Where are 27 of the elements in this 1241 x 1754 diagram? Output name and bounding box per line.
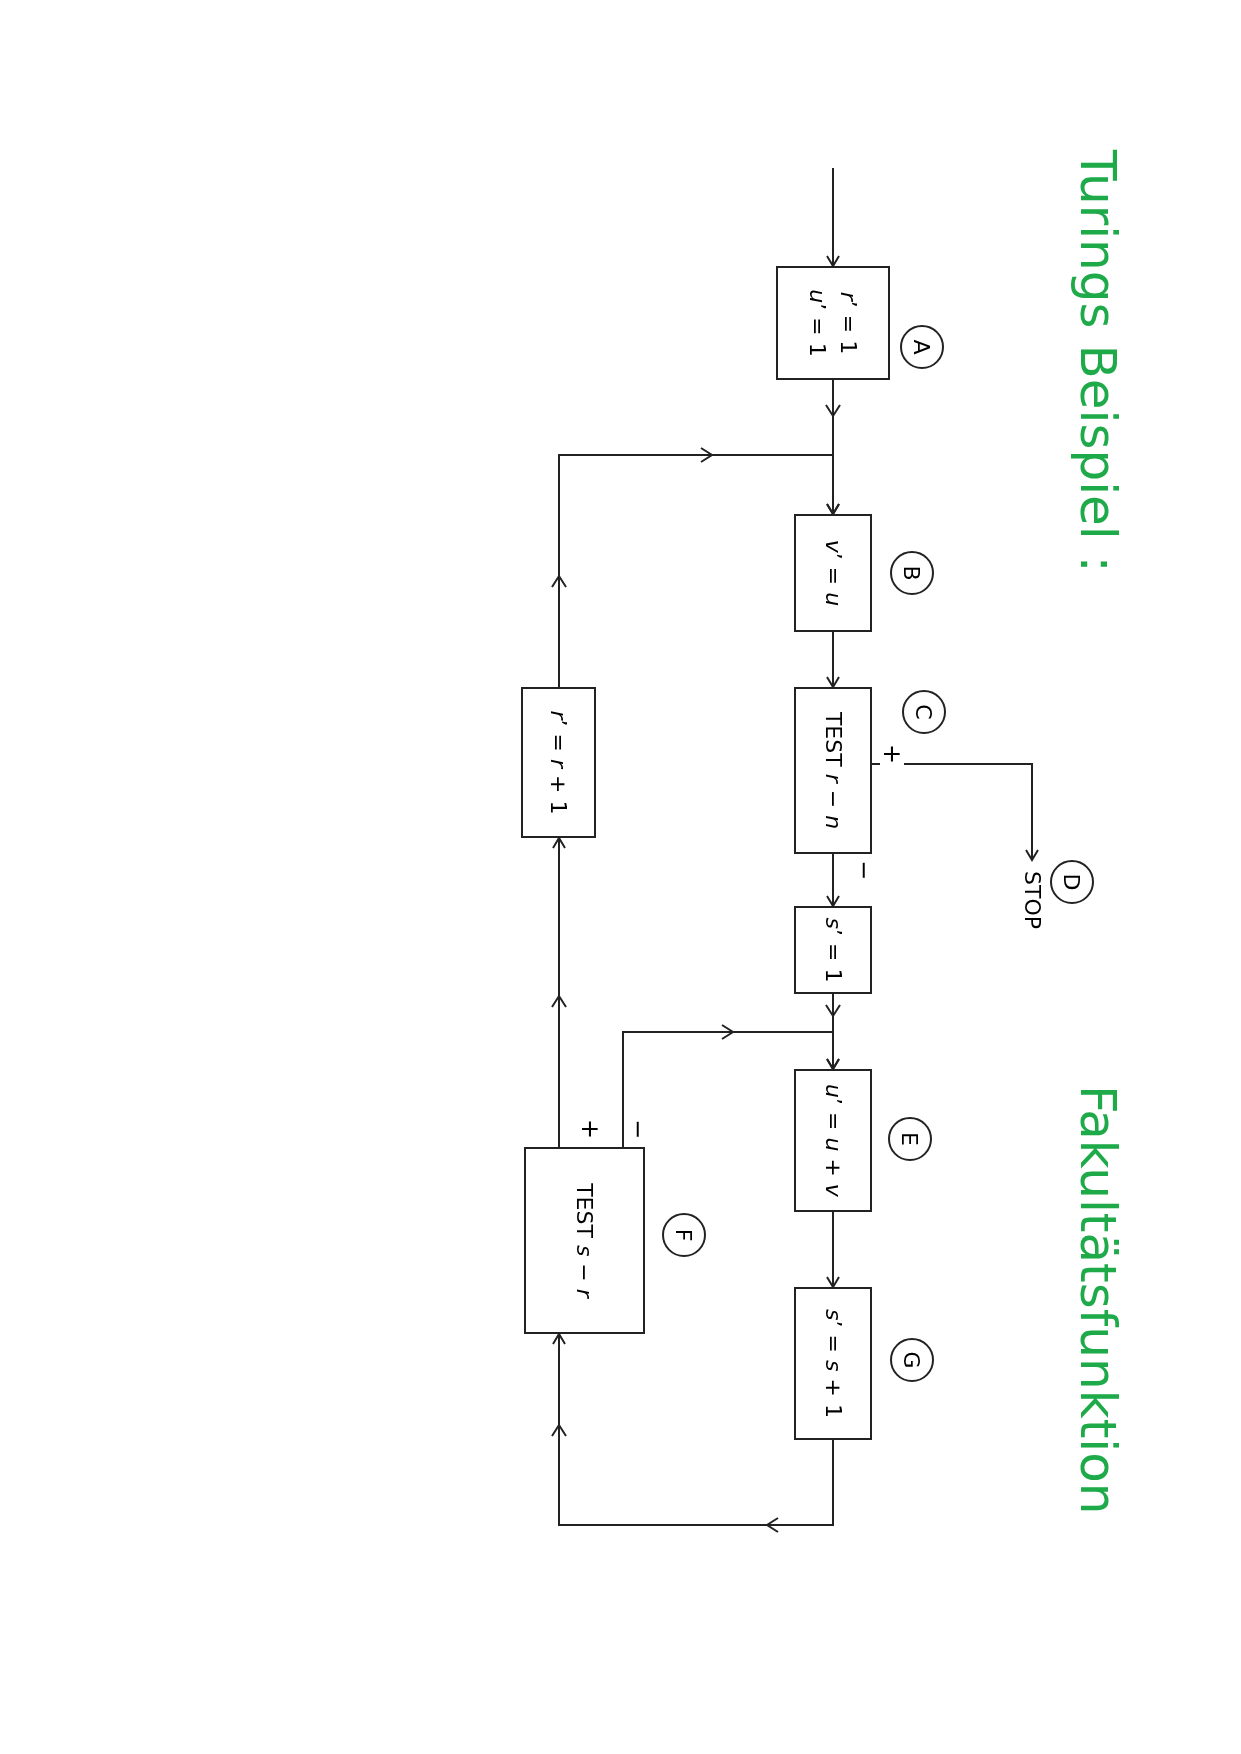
formula-text: s’ = s + 1: [819, 1309, 847, 1418]
formula-text: TEST r − n: [819, 711, 847, 830]
process-box: [524, 1147, 645, 1334]
callout-letter: E: [888, 1117, 932, 1161]
process-box: [794, 687, 872, 854]
formula-text: r’ = 1: [835, 291, 863, 355]
callout-letter: G: [890, 1338, 934, 1382]
process-box: [794, 1287, 872, 1440]
process-box: [776, 266, 890, 380]
process-box: [521, 687, 596, 838]
formula-text: STOP: [1018, 871, 1046, 929]
subtitle: Fakultätsfunktion: [1073, 1085, 1123, 1515]
callout-letter: D: [1050, 860, 1094, 904]
formula-text: r’ = r + 1: [545, 710, 573, 815]
process-box: [794, 514, 872, 632]
callout-letter: F: [662, 1213, 706, 1257]
process-box: [794, 906, 872, 994]
formula-text: s’ = 1: [819, 917, 847, 983]
title: Turings Beispiel :: [1073, 150, 1123, 573]
process-box: [794, 1069, 872, 1212]
callout-letter: B: [890, 551, 934, 595]
formula-text: v’ = u: [819, 539, 847, 607]
formula-text: u’ = 1: [804, 289, 831, 357]
formula-text: u’ = u + v: [819, 1084, 847, 1197]
formula-text: TEST s − r: [571, 1183, 599, 1298]
callout-letter: A: [900, 325, 944, 369]
callout-letter: C: [902, 690, 946, 734]
